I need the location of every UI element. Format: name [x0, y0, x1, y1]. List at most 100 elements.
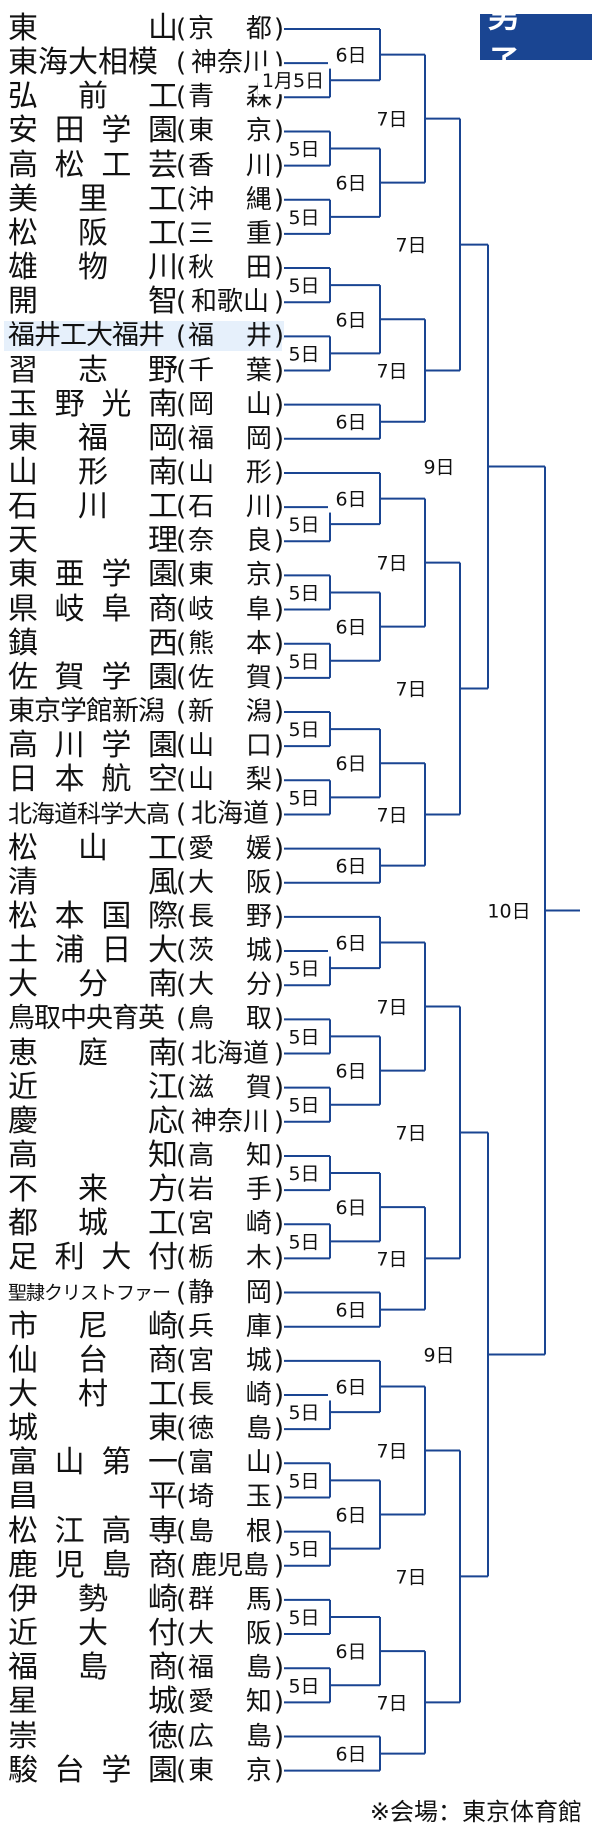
team-name: 玉野光南 — [8, 387, 178, 422]
round-label-bg — [369, 356, 415, 385]
team-name: 日本航空 — [8, 763, 178, 797]
prefecture-name: 岡山 — [186, 388, 274, 422]
team-name-char: 佐 — [8, 659, 38, 695]
team-name-char: 美 — [8, 181, 38, 217]
prefecture-char: 東 — [188, 560, 215, 591]
team-name-char: 物 — [78, 250, 108, 286]
round-label: 5日 — [288, 651, 319, 673]
team-name-char: 工 — [101, 147, 132, 183]
team-name-char: 知 — [148, 1137, 178, 1173]
team-name-char: 川 — [148, 250, 178, 286]
paren-close: ) — [273, 1584, 284, 1615]
team-name-char: 川 — [54, 728, 85, 764]
paren-close: ) — [273, 560, 284, 591]
team-name: 慶応 — [8, 1104, 178, 1139]
team-prefecture: (滋賀) — [176, 1071, 284, 1105]
team-name-char: 山 — [8, 454, 38, 490]
team-prefecture: (沖縄) — [176, 183, 284, 217]
team-name-char: 近 — [8, 1616, 38, 1652]
prefecture-name: 熊本 — [186, 627, 274, 661]
round-label-bg — [388, 1562, 434, 1591]
team-name: 福井工大福井 — [8, 319, 178, 353]
round-label-bg — [328, 851, 374, 880]
prefecture-char: 奈 — [188, 526, 215, 557]
prefecture-char: 群 — [188, 1584, 215, 1615]
team-row: 大村工(長崎) — [0, 1378, 600, 1412]
round-label: 6日 — [335, 1197, 366, 1219]
prefecture-char: 広 — [188, 1721, 215, 1752]
paren-close: ) — [273, 253, 284, 284]
prefecture-char: 大 — [188, 970, 215, 1001]
prefecture-char: 鳥 — [188, 1004, 215, 1035]
team-name: 足利大付 — [8, 1241, 178, 1275]
prefecture-name: 高知 — [186, 1139, 274, 1173]
paren-open: ( — [176, 1243, 187, 1274]
paren-close: ) — [273, 1721, 284, 1752]
paren-open: ( — [176, 662, 187, 693]
team-prefecture: (香川) — [176, 149, 284, 183]
prefecture-name: 東京 — [186, 558, 274, 592]
team-name-char: 松 — [8, 1513, 38, 1549]
round-label-bg — [328, 928, 374, 957]
round-label-bg — [282, 202, 326, 231]
paren-close: ) — [273, 1653, 284, 1684]
paren-open: ( — [176, 1311, 187, 1342]
prefecture-char: 井 — [245, 321, 272, 352]
paren-close: ) — [273, 1482, 284, 1513]
team-name-char: 島 — [101, 1547, 132, 1583]
prefecture-char: 神奈川 — [190, 1106, 269, 1137]
round-label-bg — [416, 452, 462, 481]
team-prefecture: (愛媛) — [176, 832, 284, 866]
paren-open: ( — [176, 1175, 187, 1206]
paren-close: ) — [273, 82, 284, 113]
team-row: 天理(奈良) — [0, 524, 600, 558]
prefecture-char: 埼 — [188, 1482, 215, 1513]
team-name-char: 星 — [8, 1684, 38, 1720]
team-name-char: 足 — [8, 1240, 38, 1276]
team-prefecture: (和歌山) — [176, 285, 284, 319]
team-name-char: 第 — [101, 1445, 132, 1481]
round-label-bg — [328, 168, 374, 197]
paren-close: ) — [273, 936, 284, 967]
team-name-text: 東海大相模 — [8, 45, 158, 81]
paren-close: ) — [273, 765, 284, 796]
team-row: 福井工大福井(福井) — [0, 319, 600, 353]
team-name: 大村工 — [8, 1378, 178, 1412]
team-row: 駿台学園(東京) — [0, 1753, 600, 1788]
paren-open: ( — [176, 1140, 187, 1171]
round-label-bg — [282, 1466, 326, 1495]
team-row: 山形南(山形) — [0, 454, 600, 490]
team-name-char: 方 — [148, 1172, 178, 1208]
prefecture-char: 兵 — [188, 1311, 215, 1342]
team-name: 鳥取中央育英 — [8, 1002, 178, 1036]
team-name-char: 付 — [147, 1240, 178, 1276]
prefecture-char: 宮 — [188, 1209, 215, 1240]
team-name-char: 伊 — [8, 1581, 38, 1617]
team-name-char: 南 — [148, 454, 178, 490]
paren-close: ) — [273, 389, 284, 420]
prefecture-char: 沖 — [188, 184, 215, 215]
prefecture-char: 島 — [245, 1721, 272, 1752]
round-label: 7日 — [376, 1440, 407, 1462]
paren-open: ( — [176, 457, 187, 488]
team-prefecture: (大分) — [176, 968, 284, 1002]
paren-open: ( — [176, 82, 187, 113]
round-label-bg — [282, 271, 326, 300]
paren-open: ( — [176, 833, 187, 864]
prefecture-char: 福 — [188, 1653, 215, 1684]
team-row: 玉野光南(岡山) — [0, 387, 600, 422]
paren-open: ( — [176, 731, 187, 762]
team-row: 近江(滋賀) — [0, 1070, 600, 1105]
round-label-bg — [328, 40, 374, 69]
team-name: 富山第一 — [8, 1446, 178, 1480]
prefecture-char: 山 — [245, 1448, 272, 1479]
team-prefecture: (神奈川) — [176, 46, 284, 80]
round-label: 7日 — [376, 1248, 407, 1270]
round-label-bg — [328, 407, 374, 436]
prefecture-char: 東 — [188, 116, 215, 147]
team-name-char: 阜 — [101, 591, 132, 627]
prefecture-char: 崎 — [245, 1209, 272, 1240]
prefecture-char: 熊 — [188, 628, 215, 659]
paren-close: ) — [273, 1380, 284, 1410]
paren-open: ( — [176, 389, 187, 420]
